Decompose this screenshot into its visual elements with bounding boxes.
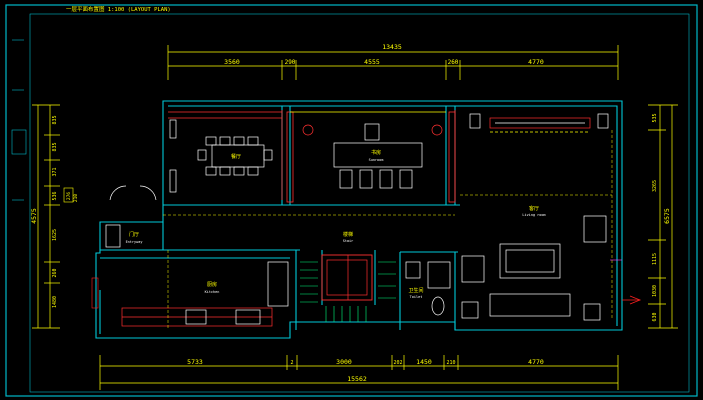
living-room — [461, 113, 609, 321]
toilet-room — [405, 261, 451, 316]
study-desk — [333, 142, 423, 168]
room-label-living-en: Living room — [522, 213, 545, 217]
room-label-study: 书房 — [371, 149, 381, 156]
staircase — [300, 254, 396, 322]
dim-bottom-seg-6: 210 — [446, 360, 455, 366]
dim-top-seg-3: 4555 — [364, 58, 380, 66]
drawing-frame — [5, 4, 698, 397]
dim-left-seg-7: 1480 — [52, 296, 58, 308]
guide-lines — [163, 130, 613, 330]
room-label-wc-en: Toilet — [410, 295, 423, 299]
room-label-entry: 门厅 — [129, 231, 139, 238]
dim-left-seg-3: 371 — [52, 167, 58, 176]
dim-right-seg-4: 1030 — [652, 285, 658, 297]
dim-right-total: 6575 — [663, 208, 671, 224]
dim-top-total: 13435 — [382, 43, 402, 51]
study-room — [290, 111, 446, 189]
dim-left-seg-4: 536 — [52, 191, 58, 200]
entrance-markers — [91, 259, 642, 309]
room-label-wc: 卫生间 — [408, 287, 423, 294]
entryway — [105, 185, 157, 248]
left-margin-marks — [11, 39, 27, 201]
room-label-kitchen: 厨房 — [207, 281, 217, 288]
dim-right-seg-5: 630 — [652, 312, 658, 321]
dim-right-seg-2: 3265 — [652, 180, 658, 192]
dim-left-seg-2: 835 — [52, 142, 58, 151]
dim-bottom-seg-2: 2 — [290, 360, 293, 366]
title-block-text: 一层平面布置图 1:100 (LAYOUT PLAN) — [66, 5, 171, 13]
drawing-inner-frame — [29, 13, 690, 393]
dim-bottom-seg-1: 5733 — [187, 358, 203, 366]
left-dimensions — [32, 104, 60, 329]
dim-top-seg-1: 3560 — [224, 58, 240, 66]
dim-left-seg-4b: 276 — [66, 192, 72, 200]
dim-right-seg-1: 535 — [652, 113, 658, 122]
dim-left-seg-1: 835 — [52, 115, 58, 124]
dim-left-seg-4c: 210 — [73, 194, 79, 202]
right-dimensions — [648, 104, 678, 329]
dim-left-total: 4575 — [30, 208, 38, 224]
room-label-stair-en: Stair — [343, 239, 354, 243]
dim-bottom-total: 15562 — [347, 375, 367, 383]
bottom-dimensions — [99, 355, 619, 390]
walls — [95, 100, 623, 339]
dim-bottom-seg-7: 4770 — [528, 358, 544, 366]
dim-left-box-1 — [63, 187, 74, 203]
dim-left-seg-5: 1625 — [52, 229, 58, 241]
room-label-entry-en: Entryway — [126, 240, 143, 244]
dim-top-seg-4: 260 — [448, 59, 459, 66]
dim-top-seg-2: 290 — [285, 59, 296, 66]
dining-room — [168, 111, 282, 193]
dim-bottom-seg-3: 3000 — [336, 358, 352, 366]
room-label-stair: 楼梯 — [343, 231, 353, 238]
room-label-study-en: Sunroom — [369, 158, 384, 162]
dim-right-seg-3: 1115 — [652, 253, 658, 265]
dim-bottom-seg-5: 1450 — [416, 358, 432, 366]
room-label-dining: 餐厅 — [231, 153, 241, 160]
dim-left-seg-6: 260 — [52, 268, 58, 277]
room-label-kitchen-en: Kitchen — [205, 290, 220, 294]
top-dimensions — [167, 45, 619, 80]
dim-top-seg-5: 4770 — [528, 58, 544, 66]
kitchen — [121, 261, 289, 327]
room-label-living: 客厅 — [529, 205, 539, 212]
sofa — [499, 243, 561, 279]
dim-bottom-seg-4: 202 — [393, 360, 402, 366]
